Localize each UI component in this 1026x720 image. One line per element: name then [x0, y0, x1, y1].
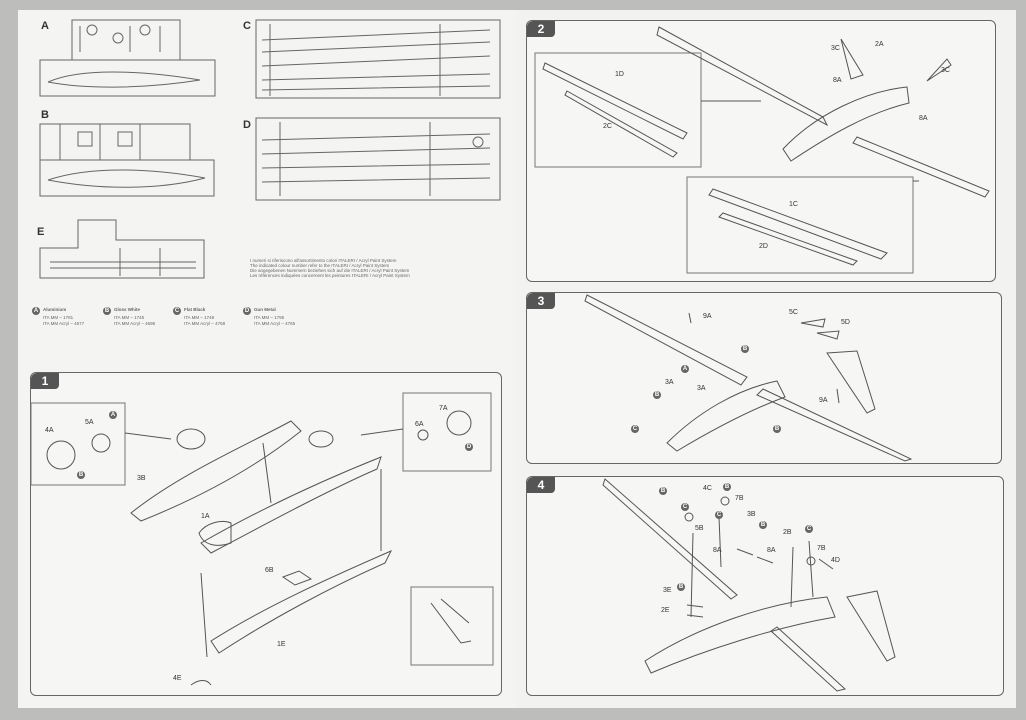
step-3-drawing: [584, 294, 913, 462]
step4-color-b-3: B: [759, 521, 767, 529]
step-4-drawing: [602, 478, 896, 692]
step4-part-8a-left: 8A: [713, 547, 722, 554]
step4-part-5b: 5B: [695, 525, 704, 532]
color-acryl-a: ITA MM Acryl – 4677: [43, 321, 85, 326]
paint-note-de: Die angegebenen Nummern beziehen sich au…: [250, 268, 410, 273]
step4-part-7b-right: 7B: [817, 545, 826, 552]
step1-part-1e: 1E: [277, 641, 286, 648]
color-acryl-c: ITA MM Acryl – 4768: [184, 321, 226, 326]
sprue-label-a: A: [41, 20, 49, 32]
step2-part-1d: 1D: [615, 71, 624, 78]
step3-color-b-top: B: [741, 345, 749, 353]
sprue-label-b: B: [41, 109, 49, 121]
step-2-number: 2: [527, 21, 555, 37]
step1-part-4e: 4E: [173, 675, 182, 682]
sprue-e-frame: [39, 219, 205, 279]
step4-part-8a-right: 8A: [767, 547, 776, 554]
paint-note-en: The indicated colour number refer to the…: [250, 263, 390, 268]
sprue-d-frame: [255, 117, 501, 201]
sprue-a-frame: [39, 19, 216, 97]
step4-part-2e: 2E: [661, 607, 670, 614]
step2-part-8a-top: 8A: [833, 77, 842, 84]
step3-part-9a-top: 9A: [703, 313, 712, 320]
color-swatch-d: D: [243, 307, 251, 315]
step4-color-b-1: B: [659, 487, 667, 495]
step1-part-1a: 1A: [201, 513, 210, 520]
color-swatch-c: C: [173, 307, 181, 315]
sprue-label-d: D: [243, 119, 251, 131]
step4-part-7b-top: 7B: [735, 495, 744, 502]
step-1-drawing: [30, 392, 494, 686]
step4-color-c-2: C: [715, 511, 723, 519]
step1-part-5a: 5A: [85, 419, 94, 426]
color-name-b: Gloss White: [114, 307, 141, 312]
step-2-drawing: [534, 26, 990, 274]
step1-color-b: B: [77, 471, 85, 479]
step4-color-b-4: B: [677, 583, 685, 591]
step4-color-c-1: C: [681, 503, 689, 511]
step2-part-2d: 2D: [759, 243, 768, 250]
step4-part-2b: 2B: [783, 529, 792, 536]
paint-note-fr: Les références indiquées concernent les …: [250, 273, 410, 278]
color-acryl-d: ITA MM Acryl – 4765: [254, 321, 296, 326]
step1-color-a: A: [109, 411, 117, 419]
color-name-d: Gun Metal: [254, 307, 276, 312]
step1-part-4a: 4A: [45, 427, 54, 434]
step3-part-5d: 5D: [841, 319, 850, 326]
sprue-b-frame: [39, 123, 215, 197]
step2-part-3c-right: 3C: [941, 67, 950, 74]
step2-part-2c: 2C: [603, 123, 612, 130]
step-1-panel: 1 4A 5A A B 3B 1A: [30, 372, 502, 696]
step4-color-b-2: B: [723, 483, 731, 491]
color-swatch-b: B: [103, 307, 111, 315]
step-4-number: 4: [527, 477, 555, 493]
step2-part-2a: 2A: [875, 41, 884, 48]
sprue-label-e: E: [37, 226, 45, 238]
color-fs-b: ITA MM – 1745: [114, 315, 145, 320]
step3-color-b-left: B: [653, 391, 661, 399]
step2-part-1c: 1C: [789, 201, 798, 208]
step-2-panel: 2 1D 2C 3C 2A 8A 3C 8A 1C 2D: [526, 20, 996, 282]
step1-part-3b: 3B: [137, 475, 146, 482]
sprue-label-c: C: [243, 20, 251, 32]
step-3-panel: 3 9A 5C 5D B A 3A 3A B C 9A B: [526, 292, 1002, 464]
step4-part-4c: 4C: [703, 485, 712, 492]
step3-part-3a-right: 3A: [697, 385, 706, 392]
step1-part-7a: 7A: [439, 405, 448, 412]
step4-part-3b: 3B: [747, 511, 756, 518]
step-4-panel: 4 B 4C B 7B C 3B 5B C B 8A 8A 2B C 7B 4D…: [526, 476, 1004, 696]
step4-part-4d: 4D: [831, 557, 840, 564]
color-fs-d: ITA MM – 1795: [254, 315, 285, 320]
step3-color-c: C: [631, 425, 639, 433]
step-1-number: 1: [31, 373, 59, 389]
step3-color-a: A: [681, 365, 689, 373]
step4-color-c-3: C: [805, 525, 813, 533]
color-swatch-a: A: [32, 307, 40, 315]
step3-part-9a-right: 9A: [819, 397, 828, 404]
step1-color-d: D: [465, 443, 473, 451]
color-name-a: Aluminium: [43, 307, 67, 312]
color-acryl-b: ITA MM Acryl – 4696: [114, 321, 156, 326]
color-fs-a: ITA MM – 1781: [43, 315, 74, 320]
paint-note-it: I numeri si riferiscono all'assortimento…: [250, 258, 397, 263]
step4-part-3e: 3E: [663, 587, 672, 594]
step1-part-6b: 6B: [265, 567, 274, 574]
step3-color-b-right: B: [773, 425, 781, 433]
step3-part-5c: 5C: [789, 309, 798, 316]
step2-part-8a-right: 8A: [919, 115, 928, 122]
step3-part-3a-left: 3A: [665, 379, 674, 386]
step-3-number: 3: [527, 293, 555, 309]
color-name-c: Flat Black: [184, 307, 206, 312]
sprue-c-frame: [255, 19, 501, 99]
step1-part-6a: 6A: [415, 421, 424, 428]
step2-part-3c-left: 3C: [831, 45, 840, 52]
color-fs-c: ITA MM – 1749: [184, 315, 215, 320]
